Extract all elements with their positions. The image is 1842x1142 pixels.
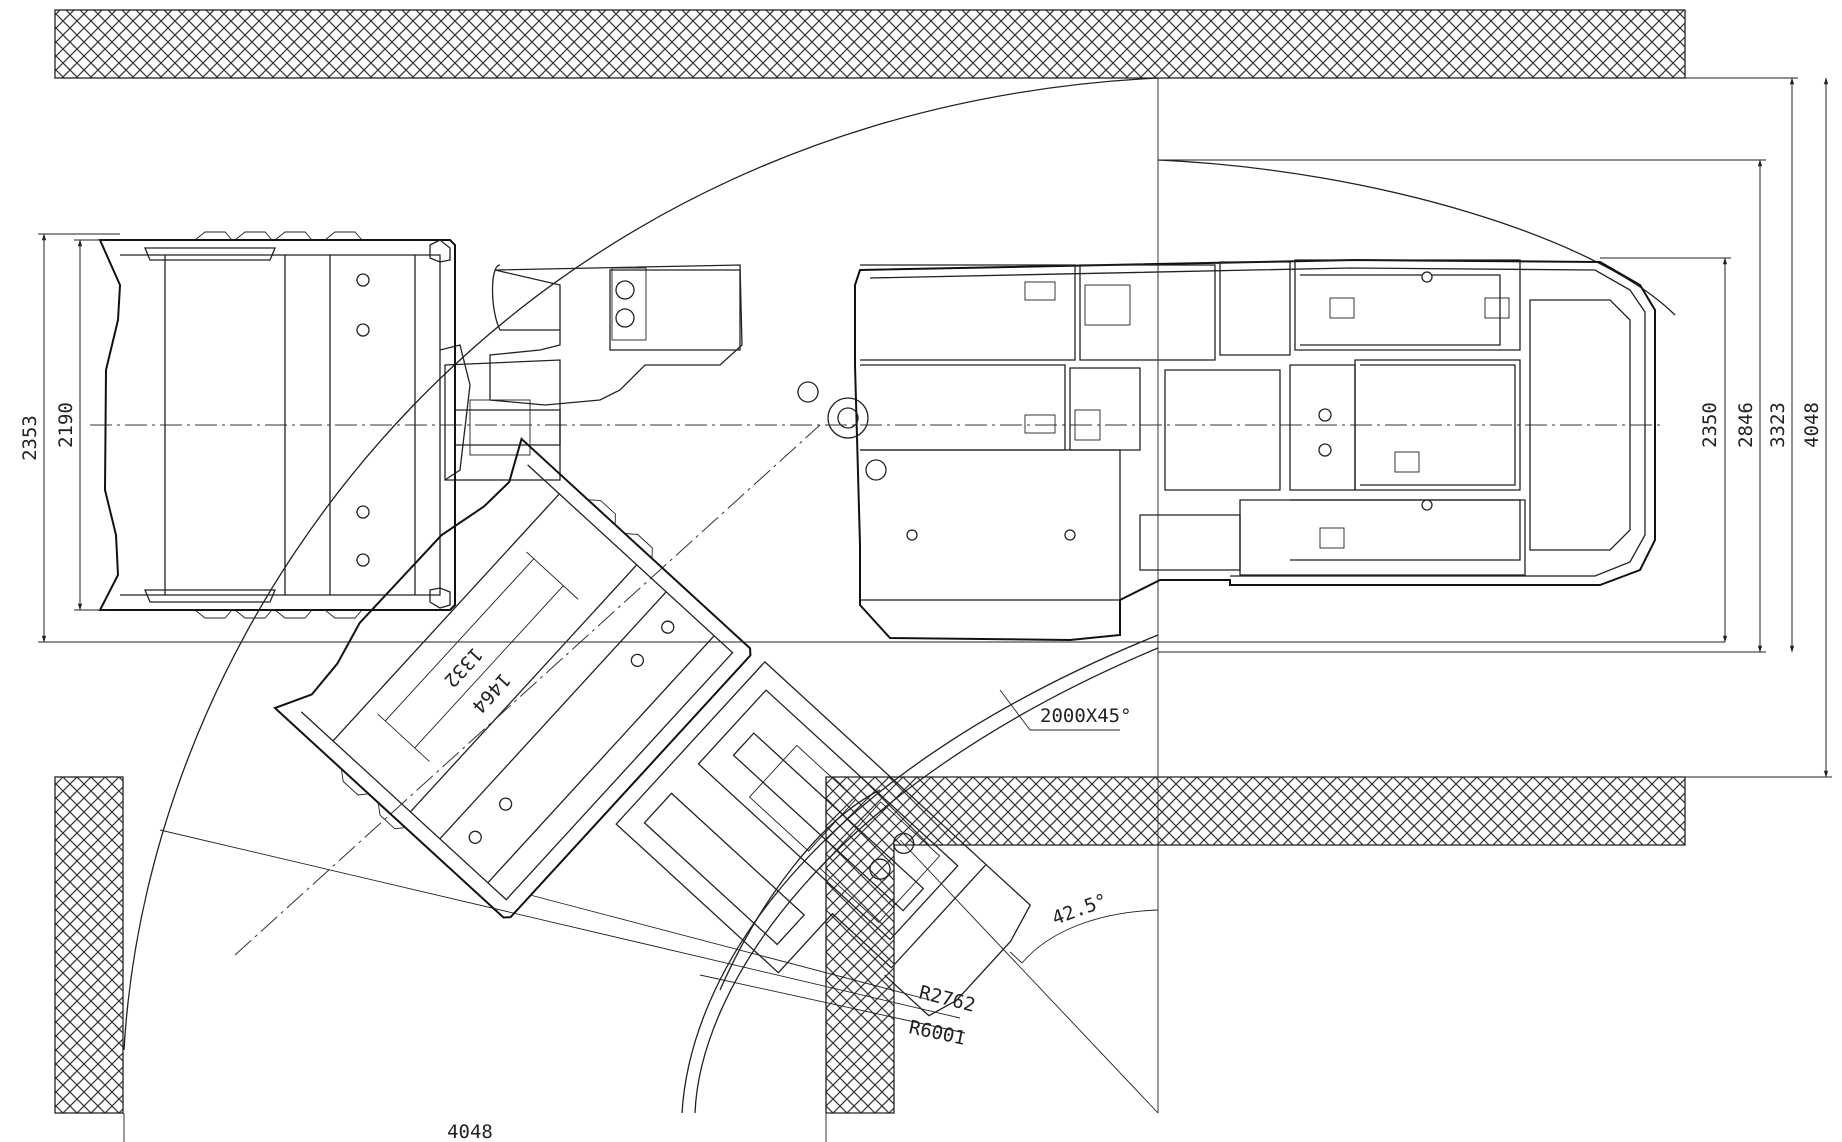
rear-frame: [797, 258, 1656, 642]
small-dim-1464: 1464: [467, 669, 514, 718]
wall-left-bottom: [54, 776, 124, 1114]
front-frame-turned: 1332 1464: [273, 437, 1032, 1017]
front-frame-straight: [439, 264, 743, 481]
dim-4048-right: 4048: [1801, 402, 1823, 448]
dim-2353: 2353: [19, 415, 41, 461]
dim-r6001: R6001: [907, 1016, 968, 1049]
wall-corner: [825, 776, 1686, 1114]
dim-angle: 42.5°: [1049, 889, 1110, 929]
dim-chamfer: 2000X45°: [1040, 705, 1132, 727]
dim-4048-bottom: 4048: [447, 1121, 493, 1142]
tunnel-walls: [54, 9, 1686, 1114]
small-dim-1332: 1332: [439, 643, 486, 692]
dim-2350: 2350: [1699, 402, 1721, 448]
turning-geometry: [90, 77, 1676, 1114]
wall-top: [54, 9, 1686, 79]
dimension-labels: 2353 2190 2350 2846 3323 4048 4048 2000X…: [19, 402, 1823, 1142]
dim-2846: 2846: [1735, 402, 1757, 448]
dim-2190: 2190: [55, 402, 77, 448]
dim-3323: 3323: [1767, 402, 1789, 448]
dimension-lines: [38, 77, 1832, 1142]
bucket-straight: [98, 231, 456, 619]
